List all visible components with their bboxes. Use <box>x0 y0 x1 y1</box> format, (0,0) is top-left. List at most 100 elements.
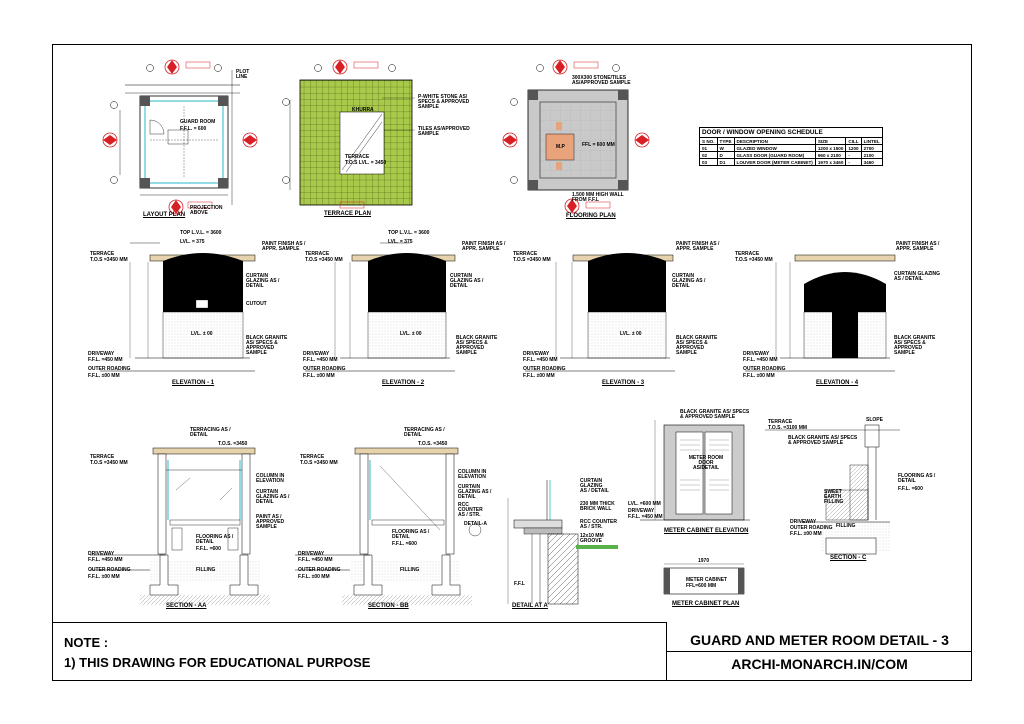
secc-flooring: FLOORING AS / DETAIL <box>898 473 936 484</box>
secbb-terracing: TERRACING AS / DETAIL <box>404 427 445 438</box>
flooring-plan <box>502 59 650 214</box>
secc-terrace: TERRACE <box>768 419 793 425</box>
section-bb-title: SECTION - BB <box>368 603 409 609</box>
secbb-flooring: FLOORING AS / DETAIL <box>392 529 430 540</box>
secaa-flooring: FLOORING AS / DETAIL <box>196 534 234 545</box>
schedule-cell: 02 <box>699 151 718 159</box>
secc-ffl: F.F.L. =600 <box>898 486 923 492</box>
schedule-title: DOOR / WINDOW OPENING SCHEDULE <box>699 127 883 137</box>
elev4-paint: PAINT FINISH AS / APPR. SAMPLE <box>896 241 940 252</box>
elev4-outer-road: OUTER ROADING <box>743 366 786 372</box>
schedule-row: 02 D GLASS DOOR (GUARD ROOM) 960 x 2100 … <box>699 151 883 159</box>
deta-rcc: RCC COUNTER AS / STR. <box>580 519 617 530</box>
elev1-ffl-road: F.F.L. ±00 MM <box>88 373 120 379</box>
secbb-filling: FILLING <box>400 567 420 573</box>
elev1-outer-road: OUTER ROADING <box>88 366 131 372</box>
elev3-outer-road: OUTER ROADING <box>523 366 566 372</box>
secbb-terrace: TERRACE <box>300 454 325 460</box>
elev1-lvl-375: LVL. = 375 <box>180 239 205 245</box>
elev4-ffl-driveway: F.F.L. =450 MM <box>743 357 778 363</box>
elevation-4-drawing <box>745 254 896 372</box>
title-block: GUARD AND METER ROOM DETAIL - 3 ARCHI-MO… <box>667 622 972 681</box>
layout-plan-title: LAYOUT PLAN <box>143 212 186 218</box>
elev2-lvl-0: LVL. ± 00 <box>400 331 422 337</box>
title-divider <box>667 651 972 652</box>
elev4-granite: BLACK GRANITE AS/ SPECS & APPROVED SAMPL… <box>894 335 936 356</box>
deta-curtain: CURTAIN GLAZING AS / DETAIL <box>580 478 609 494</box>
schedule-cell: 1970 x 3460 <box>814 158 847 166</box>
elev2-granite: BLACK GRANITE AS/ SPECS & APPROVED SAMPL… <box>456 335 498 356</box>
secaa-curtain: CURTAIN GLAZING AS / DETAIL <box>256 489 290 505</box>
secc-driveway: DRIVEWAY <box>790 519 817 525</box>
elevation-3-title: ELEVATION - 3 <box>602 380 645 386</box>
secbb-tos-mm: T.O.S =3450 MM <box>300 460 338 466</box>
schedule-cell: 3460 <box>860 158 883 166</box>
cab-ffl-driveway: F.F.L. =450 MM <box>628 514 663 520</box>
cabinet-elevation-title: METER CABINET ELEVATION <box>664 528 749 534</box>
flooring-plan-title: FLOORING PLAN <box>566 213 616 219</box>
elev2-ffl-road: F.F.L. ±00 MM <box>303 373 335 379</box>
cab-meter-room: METER ROOM DOOR AS/DETAIL <box>688 455 724 471</box>
schedule-cell: 1200 x 1500 <box>814 144 847 152</box>
secaa-driveway: DRIVEWAY <box>88 551 115 557</box>
elev3-lvl-0: LVL. ± 00 <box>620 331 642 337</box>
secc-granite: BLACK GRANITE AS/ SPECS & APPROVED SAMPL… <box>788 435 858 446</box>
elev1-tos: T.O.S =3450 MM <box>90 257 128 263</box>
secaa-outer-road: OUTER ROADING <box>88 567 131 573</box>
elev3-granite: BLACK GRANITE AS/ SPECS & APPROVED SAMPL… <box>676 335 718 356</box>
mp-label: M.P <box>556 144 565 150</box>
schedule-cell: GLAZED WINDOW <box>733 144 816 152</box>
elev2-top-lvl: TOP L.V.L. = 3600 <box>388 230 430 236</box>
elev1-ffl-driveway: F.F.L. =450 MM <box>88 357 123 363</box>
schedule-header: SIZE <box>814 137 847 145</box>
schedule-cell: D <box>716 151 735 159</box>
cab-dim: 1970 <box>698 558 710 564</box>
layout-plan <box>102 59 258 215</box>
schedule-header: CILL <box>845 137 862 145</box>
deta-brick: 230 MM THICK BRICK WALL <box>580 501 615 512</box>
secc-ffl-road: F.F.L. ±00 MM <box>790 531 822 537</box>
secaa-ffl-driveway: F.F.L. =450 MM <box>88 557 123 563</box>
schedule-header: DESCRIPTION <box>733 137 816 145</box>
secbb-ffl-road: F.F.L. ±00 MM <box>298 574 330 580</box>
secbb-ffl-driveway: F.F.L. =450 MM <box>298 557 333 563</box>
schedule-header-row: S NO. TYPE DESCRIPTION SIZE CILL LINTEL <box>699 137 883 145</box>
tiles-note-label: TILES AS/APPROVED SAMPLE <box>418 126 470 137</box>
guard-room-ffl-label: F.F.L. = 600 <box>180 126 207 132</box>
schedule-cell: GLASS DOOR (GUARD ROOM) <box>733 151 816 159</box>
elev2-tos: T.O.S =3450 MM <box>305 257 343 263</box>
elev4-tos: T.O.S =3450 MM <box>735 257 773 263</box>
elev3-ffl-road: F.F.L. ±00 MM <box>523 373 555 379</box>
drawing-title: GUARD AND METER ROOM DETAIL - 3 <box>690 632 949 648</box>
elev4-curtain: CURTAIN GLAZING AS / DETAIL <box>894 271 941 282</box>
high-wall-label: 1.500 MM HIGH WALL FROM F.F.L <box>572 192 624 203</box>
section-c-drawing <box>765 424 900 555</box>
elevation-3-drawing <box>525 253 675 372</box>
schedule-row: 01 W GLAZED WINDOW 1200 x 1500 1200 2700 <box>699 144 883 152</box>
secaa-terrace: TERRACE <box>90 454 115 460</box>
note-heading: NOTE : <box>64 635 109 650</box>
elevation-2-drawing <box>305 242 456 372</box>
secbb-detail-a: DETAIL-A <box>464 521 487 527</box>
terrace-plan <box>282 59 415 209</box>
terrace-plan-tos-label: T.O.S LVL. = 3450 <box>345 160 387 166</box>
meter-cabinet-plan-drawing <box>663 563 745 595</box>
schedule-cell: - <box>845 158 862 166</box>
cab-meter-cabinet: METER CABINET <box>686 577 728 583</box>
elev3-tos: T.O.S =3450 MM <box>513 257 551 263</box>
elev2-terrace: TERRACE <box>305 251 330 257</box>
secbb-outer-road: OUTER ROADING <box>298 567 341 573</box>
elev2-paint: PAINT FINISH AS / APPR. SAMPLE <box>462 241 506 252</box>
elev1-driveway: DRIVEWAY <box>88 351 115 357</box>
detail-a-title: DETAIL AT A <box>512 603 548 609</box>
elev2-lvl-375: LVL. = 375 <box>388 239 413 245</box>
elev3-curtain: CURTAIN GLAZING AS / DETAIL <box>672 273 706 289</box>
secaa-tos-mm: T.O.S =3450 MM <box>90 460 128 466</box>
elevation-4-title: ELEVATION - 4 <box>816 380 859 386</box>
schedule-cell: 03 <box>699 158 718 166</box>
sheet-border <box>52 44 972 681</box>
elev1-granite: BLACK GRANITE AS/ SPECS & APPROVED SAMPL… <box>246 335 288 356</box>
elev4-driveway: DRIVEWAY <box>743 351 770 357</box>
